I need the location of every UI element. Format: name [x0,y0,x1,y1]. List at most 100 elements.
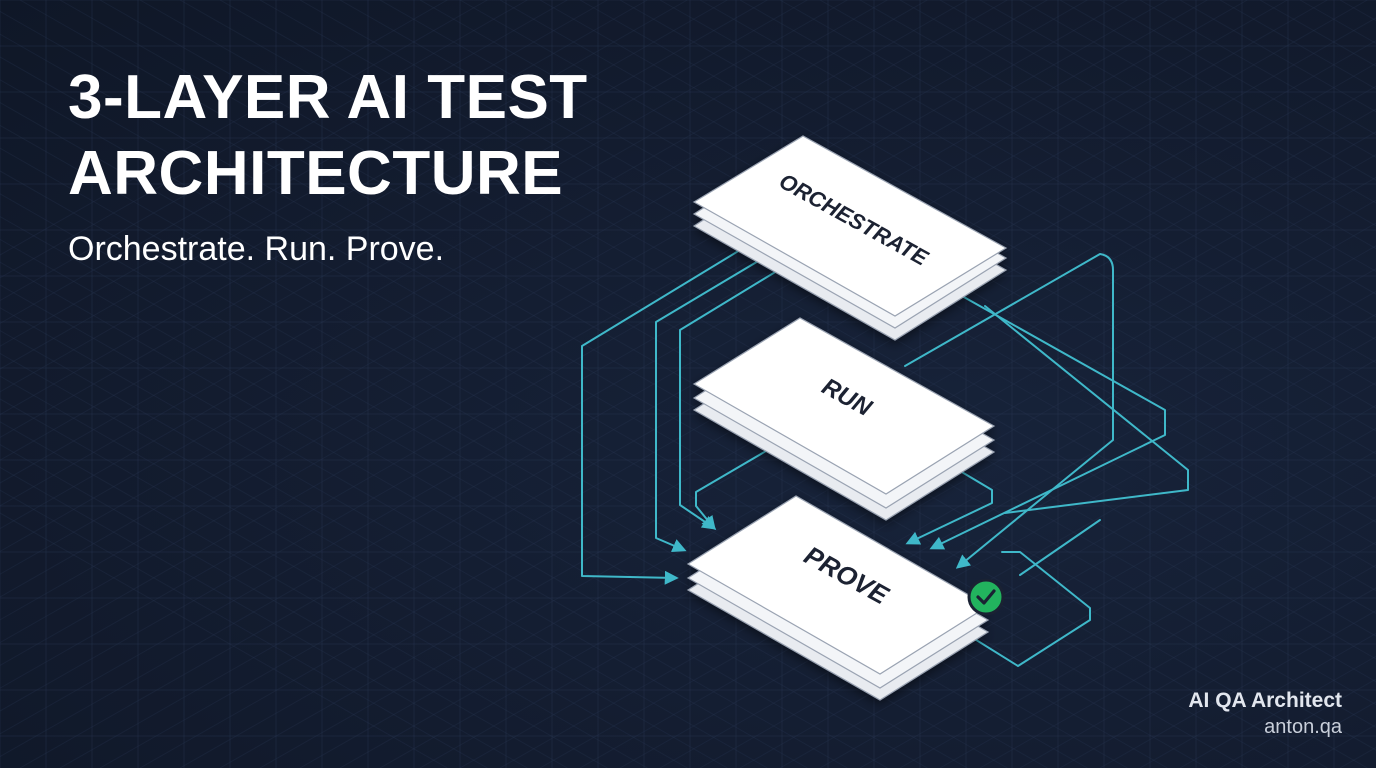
grid-line [459,0,1376,523]
grid-line [539,0,1376,478]
connector-orchestrate-left-mid [655,253,771,553]
layer-stack-prove[interactable]: PROVE [686,495,990,701]
grid-line [0,0,1288,735]
grid-line [419,222,1376,768]
brand-block: AI QA Architect anton.qa [1188,688,1342,740]
grid-line [699,0,1376,386]
connector-feedback-loop [964,551,1091,667]
connector-lines [581,246,1189,667]
grid-line [819,450,1376,768]
grid-line [0,284,848,768]
grid-line [0,0,448,256]
grid-line [939,0,1376,250]
grid-line [1099,610,1376,768]
grid-line [1019,564,1376,768]
grid-line [0,0,688,393]
grid-line [0,0,1128,644]
layer-stack-orchestrate[interactable]: ORCHESTRATE [692,135,1008,341]
grid-line [379,0,1376,569]
grid-line [899,496,1376,768]
grid-line [0,0,928,530]
grid-line [0,0,848,484]
layer-stack-run[interactable]: RUN [692,317,996,521]
grid-line [0,444,568,768]
grid-line [1139,632,1376,768]
grid-line [299,0,1376,614]
grid-line [379,199,1376,768]
grid-line [0,0,968,552]
grid-line [659,0,1376,409]
grid-line [0,0,648,370]
grid-line [859,0,1376,295]
grid-line [1059,587,1376,768]
grid-line [0,330,768,768]
grid-line [0,0,488,279]
grid-line [1139,0,1376,136]
grid-line [779,427,1376,768]
connector-run-left [695,436,791,531]
grid-line [0,0,808,461]
grid-line [0,56,1248,768]
page-subtitle: Orchestrate. Run. Prove. [68,230,445,268]
grid-line [0,0,728,416]
grid-line [0,10,1328,768]
grid-line [419,0,1376,546]
grid-line [739,0,1376,364]
grid-line [0,0,568,324]
grid-line [499,0,1376,500]
grid-line [0,0,1208,689]
grid-line [459,245,1376,768]
brand-name: AI QA Architect [1188,689,1342,712]
grid-line [0,352,728,768]
grid-line [0,421,608,768]
grid-line [0,0,768,438]
connector-orchestrate-right-outer [984,305,1189,514]
grid-line [339,0,1376,592]
connector-orchestrate-right-inner [929,295,1166,550]
grid-line [979,0,1376,227]
connector-feedback-bottom [1019,519,1101,576]
connector-feedback-top [904,253,1114,569]
grid-line [539,290,1376,768]
grid-line [1059,0,1376,181]
grid-line [0,512,448,768]
grid-line [0,307,808,768]
grid-line [0,33,1288,768]
grid-line [779,0,1376,341]
grid-line [0,0,1008,575]
grid-line [979,541,1376,768]
grid-line [0,398,648,768]
grid-line [0,0,888,507]
grid-line [0,0,528,302]
grid-line [299,154,1376,768]
grid-line [0,489,488,768]
grid-line [619,0,1376,432]
grid-line [0,375,688,768]
grid-line [259,0,1376,637]
grid-line [0,466,528,768]
grid-line [579,0,1376,455]
grid-line [259,131,1376,768]
brand-url: anton.qa [1264,716,1342,738]
connector-run-right [905,461,993,545]
grid-line [819,0,1376,318]
grid-line [339,176,1376,768]
grid-line [899,0,1376,272]
grid-line [0,0,1328,758]
grid-line [0,0,1248,712]
grid-line [859,473,1376,768]
check-icon [967,578,1005,616]
grid-line [0,0,608,347]
grid-line [0,0,1048,598]
grid-line [1019,0,1376,204]
grid-line [0,0,1088,621]
page-title: 3-LAYER AI TEST ARCHITECTURE [68,63,588,208]
grid-line [0,238,928,768]
grid-line [0,261,888,768]
grid-line [0,79,1208,768]
connector-orchestrate-left-outer [581,246,746,585]
grid-line [499,268,1376,768]
grid-line [0,0,1168,666]
